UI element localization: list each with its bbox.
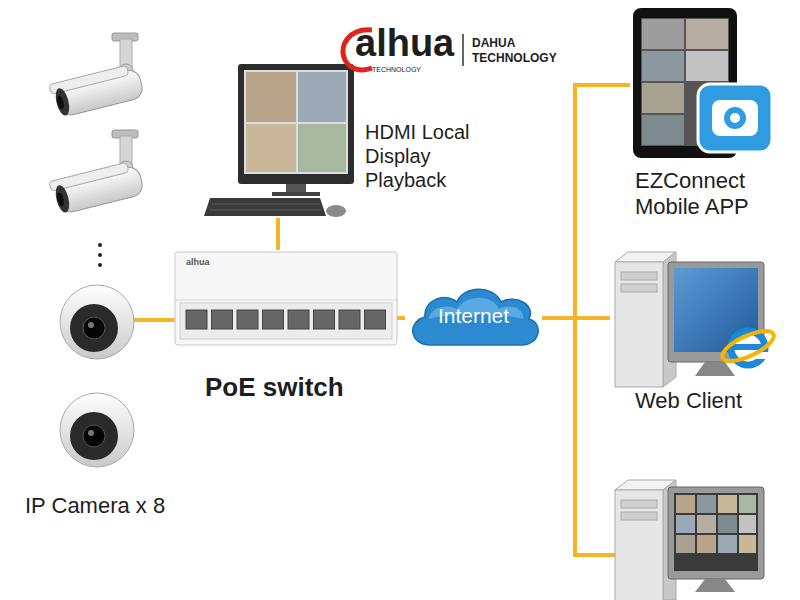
video-thumbnail	[686, 51, 728, 81]
network-cable	[542, 316, 610, 320]
video-thumbnail	[246, 72, 296, 122]
app-icon-lens	[730, 113, 740, 123]
video-thumbnail	[718, 495, 737, 513]
monitor	[204, 64, 354, 217]
brand-logo-text: alhua	[355, 20, 454, 66]
monitor-stand	[695, 579, 735, 592]
switch-body	[175, 252, 397, 345]
video-thumbnail	[697, 515, 716, 533]
switch-logo: alhua	[186, 257, 210, 268]
video-thumbnail	[686, 19, 728, 49]
dome-camera	[60, 393, 134, 467]
dome-camera	[60, 285, 134, 359]
key-row	[212, 204, 320, 205]
rj45-port	[365, 310, 386, 329]
node-label: Web Client	[635, 388, 742, 414]
browser-logo-orbit	[718, 325, 777, 367]
display-node: HDMI Local Display Playback	[200, 62, 530, 218]
video-thumbnail	[718, 515, 737, 533]
web-client-computer	[615, 252, 778, 387]
video-thumbnail	[246, 124, 296, 172]
camera-group: IP Camera x 8	[20, 30, 150, 530]
logo-divider	[462, 34, 464, 66]
bus-wire	[573, 553, 616, 557]
drive-bay	[621, 512, 657, 520]
client-computer	[615, 480, 764, 600]
video-thumbnail	[642, 51, 684, 81]
tower-front	[615, 262, 663, 387]
network-cable	[397, 316, 405, 320]
drive-bay	[621, 284, 657, 292]
rj45-port	[263, 310, 284, 329]
ellipsis-dot	[98, 243, 102, 247]
node-label: IP Camera x 8	[25, 493, 165, 519]
video-thumbnail	[718, 535, 737, 553]
video-thumbnail	[676, 535, 695, 553]
key-row	[209, 210, 322, 211]
app-icon-lens	[724, 107, 746, 129]
rj45-port	[212, 310, 233, 329]
node-label: EZConnect Mobile APP	[635, 168, 780, 220]
video-thumbnail	[697, 535, 716, 553]
monitor-base	[272, 192, 320, 196]
bullet-camera	[49, 130, 145, 216]
rj45-port	[288, 310, 309, 329]
poe-switch	[175, 252, 397, 345]
web-client-node: Web Client	[610, 252, 780, 420]
node-label: Internet	[405, 303, 542, 328]
switch-front	[180, 303, 392, 339]
drive-bay	[621, 500, 657, 508]
video-thumbnail	[739, 495, 756, 513]
monitor-screen	[244, 70, 348, 174]
network-cable	[276, 218, 280, 250]
rj45-port	[186, 310, 207, 329]
monitor-frame	[238, 64, 354, 184]
video-thumbnail	[676, 495, 695, 513]
monitor-frame	[668, 262, 764, 362]
drive-bay	[621, 272, 657, 280]
video-thumbnail	[642, 115, 684, 145]
tablet	[633, 8, 772, 158]
node-label: PoE switch	[205, 372, 344, 403]
video-thumbnail	[642, 83, 684, 113]
brand-logo-subtext: TECHNOLOGY	[372, 66, 421, 74]
video-thumbnail	[697, 495, 716, 513]
video-thumbnail	[739, 515, 756, 533]
monitor-stand	[695, 362, 735, 376]
video-thumbnail	[642, 19, 684, 49]
rj45-port	[314, 310, 335, 329]
video-thumbnail	[739, 535, 756, 553]
app-icon	[698, 84, 772, 152]
switch-node: PoE switch	[175, 250, 397, 410]
ellipsis-dot	[98, 263, 102, 267]
brand-name: DAHUA TECHNOLOGY	[472, 36, 562, 66]
video-thumbnail	[298, 124, 346, 172]
video-thumbnail	[298, 72, 346, 122]
switch-edge	[175, 300, 397, 301]
ellipsis-dot	[98, 253, 102, 257]
network-cable	[150, 318, 175, 322]
monitor-screen	[674, 493, 758, 571]
bullet-camera	[49, 33, 145, 119]
internet-cloud: Internet	[405, 283, 542, 349]
video-thumbnail	[676, 515, 695, 533]
monitor-stand	[286, 184, 306, 193]
mobile-node: EZConnect Mobile APP	[630, 8, 780, 224]
keyboard	[204, 198, 326, 216]
node-label: HDMI Local Display Playback	[365, 120, 490, 192]
tower-front	[615, 490, 663, 600]
rj45-port	[339, 310, 360, 329]
monitor-frame	[668, 487, 764, 579]
rj45-port	[237, 310, 258, 329]
app-icon-camera	[712, 100, 758, 136]
mouse	[326, 205, 346, 217]
